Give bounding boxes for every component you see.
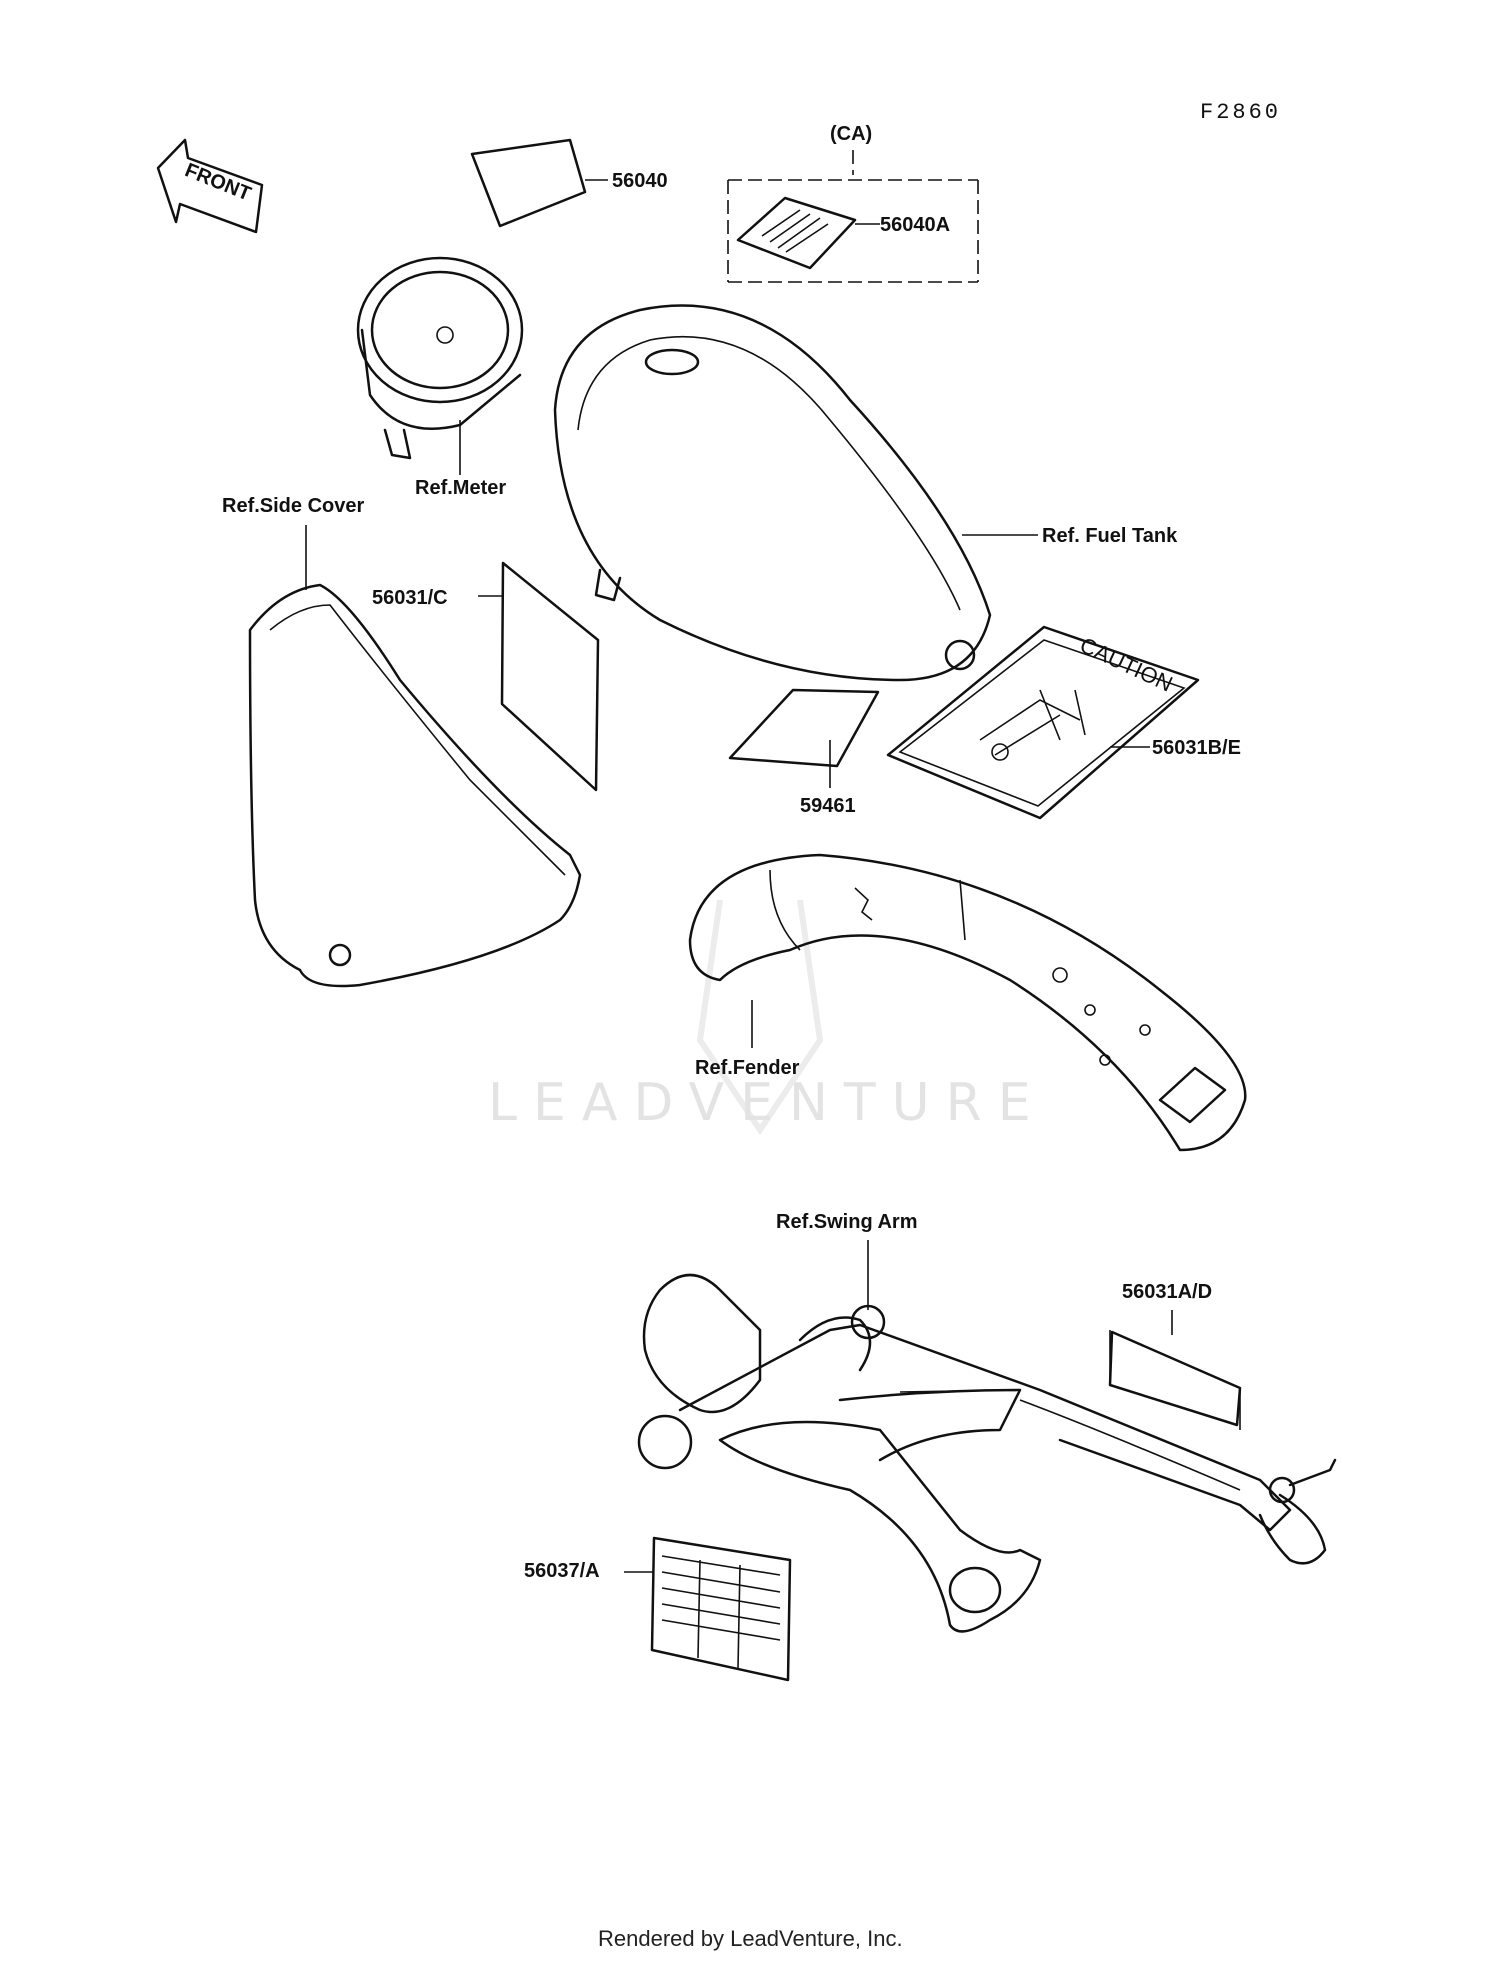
caution-text: CAUTION: [1076, 632, 1176, 696]
part-56037A-label: [624, 1536, 792, 1682]
variant-label-ca: (CA): [830, 123, 872, 145]
ref-swing-arm-drawing: [637, 1240, 1337, 1633]
callout-ref-fuel-tank: Ref. Fuel Tank: [1042, 525, 1178, 547]
callout-56031BE: 56031B/E: [1152, 737, 1241, 759]
part-56040-sticker: [470, 138, 608, 228]
ref-meter-drawing: [356, 256, 524, 475]
watermark: LEADVENTURE: [488, 899, 1047, 1136]
part-56031C-decal: [478, 561, 600, 792]
footer-credit: Rendered by LeadVenture, Inc.: [598, 1926, 903, 1951]
callout-ref-fender: Ref.Fender: [695, 1057, 800, 1079]
diagram-code: F2860: [1200, 100, 1281, 125]
part-59461-decal: [728, 688, 880, 788]
callout-59461: 59461: [800, 795, 856, 817]
callout-56037A: 56037/A: [524, 1560, 600, 1582]
ref-fuel-tank-drawing: [553, 304, 1038, 682]
part-56031AD-decal: [1108, 1310, 1242, 1430]
front-arrow-icon: FRONT: [156, 138, 264, 234]
callout-56031C: 56031/C: [372, 587, 448, 609]
ref-side-cover-drawing: [248, 525, 582, 988]
ref-fender-drawing: [688, 853, 1247, 1152]
callout-ref-swing-arm: Ref.Swing Arm: [776, 1211, 918, 1233]
part-56031BE-caution-label: CAUTION: [886, 625, 1200, 820]
callout-56040: 56040: [612, 170, 668, 192]
callout-56031AD: 56031A/D: [1122, 1281, 1212, 1303]
callout-ref-side-cover: Ref.Side Cover: [222, 495, 364, 517]
front-arrow-label: FRONT: [182, 159, 254, 205]
callout-56040A: 56040A: [880, 214, 950, 236]
callout-ref-meter: Ref.Meter: [415, 477, 506, 499]
ca-variant-box: [727, 150, 979, 283]
watermark-text: LEADVENTURE: [488, 1073, 1047, 1133]
